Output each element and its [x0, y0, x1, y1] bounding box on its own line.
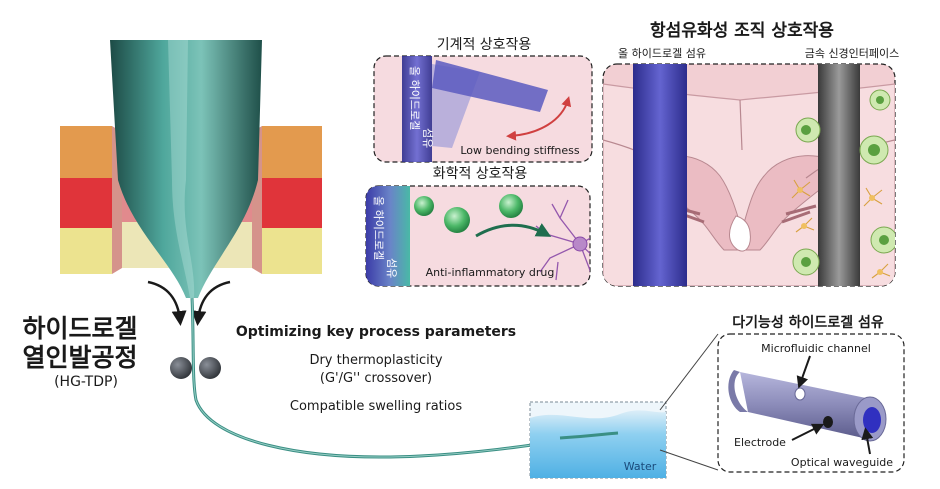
parameters-heading: Optimizing key process parameters	[236, 324, 516, 340]
glial-cells	[792, 89, 895, 276]
channel-pointer	[796, 355, 811, 389]
preform-highlight	[168, 40, 195, 298]
drug-particle-1	[414, 196, 434, 216]
electrode-label: Electrode	[734, 436, 786, 449]
microfluidic-channel	[794, 387, 806, 401]
drug-particle-2	[444, 207, 470, 233]
water-label: Water	[624, 460, 657, 473]
heater-right	[252, 126, 322, 274]
waveguide-pointer	[861, 427, 874, 455]
cord-midline	[739, 99, 743, 151]
parameters-item1-line2: (G'/G'' crossover)	[320, 371, 432, 386]
tissue-contents	[603, 64, 895, 286]
multifunctional-title: 다기능성 하이드로겔 섬유	[732, 314, 884, 331]
chemical-contents	[366, 186, 590, 286]
preform	[110, 40, 262, 298]
mechanical-caption: Low bending stiffness	[460, 144, 580, 157]
tissue-metal-interface	[818, 64, 860, 286]
parameters-item2: Compatible swelling ratios	[290, 399, 462, 414]
chemical-title: 화학적 상호작용	[433, 166, 528, 182]
process-abbrev: (HG-TDP)	[54, 374, 118, 390]
mech-fiber-label-line2: 섬유	[421, 128, 434, 148]
heater-left	[60, 126, 122, 274]
process-title-line2: 열인발공정	[22, 343, 137, 372]
electrode	[823, 416, 833, 428]
roller-right	[199, 357, 221, 379]
draw-arrow-left	[147, 280, 187, 326]
wm-stroke-right	[781, 204, 817, 224]
callout-line-top	[659, 333, 719, 411]
mechanical-title: 기계적 상호작용	[437, 37, 532, 53]
chem-fiber-label-line2: 섬유	[385, 258, 398, 278]
parameters-item1-line1: Dry thermoplasticity	[309, 353, 442, 368]
process-title-line1: 하이드로겔	[22, 314, 137, 343]
bending-arrow	[506, 96, 572, 141]
tissue-hydrogel-fiber	[633, 64, 687, 286]
mechanical-contents	[402, 56, 572, 162]
neuron-soma	[572, 236, 588, 252]
chem-fiber	[366, 186, 410, 286]
tissue-right-label: 금속 신경인터페이스	[805, 47, 900, 60]
astrocyte-bodies	[797, 187, 883, 275]
drug-arrow	[475, 223, 552, 238]
chemical-caption: Anti-inflammatory drug	[426, 266, 555, 279]
callout-line-bottom	[659, 449, 719, 471]
waveguide-core	[863, 407, 881, 433]
water-bath	[529, 401, 667, 479]
channel-label: Microfluidic channel	[761, 342, 871, 355]
central-canal	[729, 215, 751, 252]
waveguide-label: Optical waveguide	[791, 456, 893, 469]
tissue-left-label: 올 하이드로겔 섬유	[618, 46, 706, 60]
draw-arrow-right	[191, 280, 231, 326]
fiber-in-water	[559, 431, 619, 440]
mech-fiber	[402, 56, 432, 162]
drug-particle-3	[499, 194, 523, 218]
chem-fiber-label-line1: 올 하이드로겔	[372, 196, 386, 260]
tissue-title: 항섬유화성 조직 상호작용	[650, 20, 834, 41]
mech-fiber-label-line1: 올 하이드로겔	[408, 66, 422, 130]
roller-left	[170, 357, 192, 379]
electrode-pointer	[791, 423, 825, 441]
